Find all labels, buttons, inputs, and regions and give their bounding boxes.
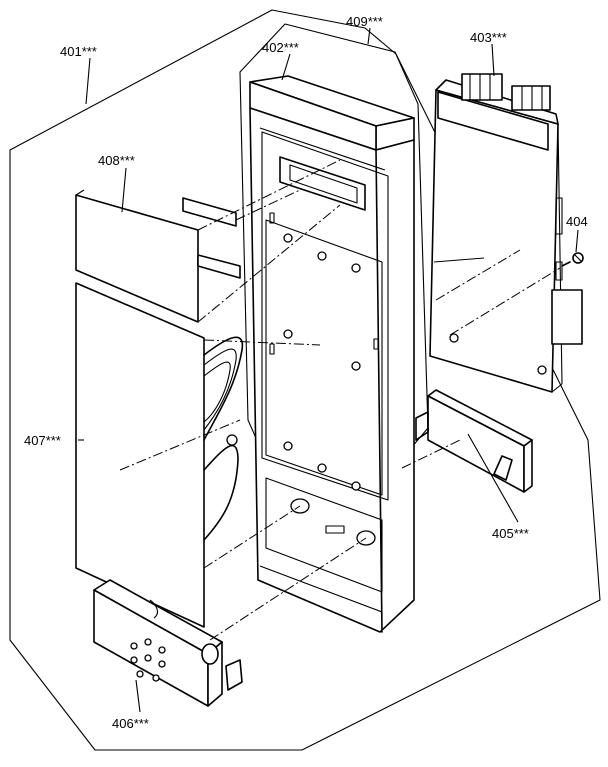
callout-402: 402***: [262, 40, 299, 55]
part-406-door-button: [93, 579, 243, 707]
callout-409: 409***: [346, 14, 383, 29]
callout-407: 407***: [24, 433, 61, 448]
leader-lines: [78, 27, 579, 713]
callout-408: 408***: [98, 153, 135, 168]
assembly-guide-lines: [119, 159, 561, 641]
part-404-screw: [561, 252, 584, 267]
part-408-display-panel: [75, 189, 241, 323]
callout-403: 403***: [470, 30, 507, 45]
callout-406: 406***: [112, 716, 149, 731]
part-407-membrane-panel: [75, 282, 244, 628]
assembly-401-outline: [9, 9, 601, 751]
callout-404: 404: [566, 214, 588, 229]
part-402-front-frame: [249, 75, 415, 633]
part-405-latch-plate: [415, 389, 533, 493]
part-403-circuit-board: [429, 73, 583, 393]
callout-401: 401***: [60, 44, 97, 59]
callout-405: 405***: [492, 526, 529, 541]
